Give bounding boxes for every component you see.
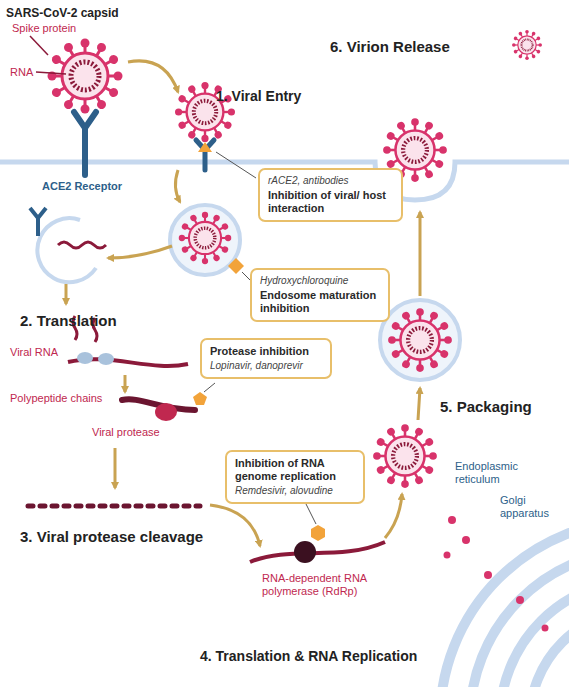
part-label: Viral protease [92,426,160,439]
mechanism-text: Protease inhibition [210,345,322,358]
step-label: 3. Viral protease cleavage [20,528,203,546]
drug-names: rACE2, antibodies [268,175,393,187]
inhibitor-box: Inhibition of RNA genome replicationRemd… [225,450,365,504]
mechanism-text: Endosome maturation inhibition [260,289,380,315]
mechanism-text: Inhibition of RNA genome replication [235,457,355,483]
organelle-label: Endoplasmic reticulum [455,460,535,486]
mechanism-text: Inhibition of viral/ host interaction [268,189,393,215]
part-label: RNA-dependent RNA polymerase (RdRp) [262,572,407,598]
inhibitor-box: Protease inhibitionLopinavir, danoprevir [200,338,332,379]
figure-heading: SARS-CoV-2 capsid [6,6,119,20]
part-label: Spike protein [12,22,76,35]
part-label: Polypeptide chains [10,392,102,405]
step-label: 6. Virion Release [330,38,450,56]
organelle-label: Golgi apparatus [500,494,564,520]
part-label: RNA [10,66,33,79]
drug-names: Lopinavir, danoprevir [210,360,322,372]
inhibitor-box: HydroxychloroquineEndosome maturation in… [250,268,390,322]
step-label: 2. Translation [20,312,117,330]
step-label: 4. Translation & RNA Replication [200,648,417,665]
part-label: Viral RNA [10,346,58,359]
drug-names: Remdesivir, alovudine [235,485,355,497]
inhibitor-box: rACE2, antibodiesInhibition of viral/ ho… [258,168,403,222]
part-label: ACE2 Receptor [42,180,122,193]
step-label: 5. Packaging [440,398,532,416]
drug-names: Hydroxychloroquine [260,275,380,287]
step-label: 1. Viral Entry [216,88,301,105]
